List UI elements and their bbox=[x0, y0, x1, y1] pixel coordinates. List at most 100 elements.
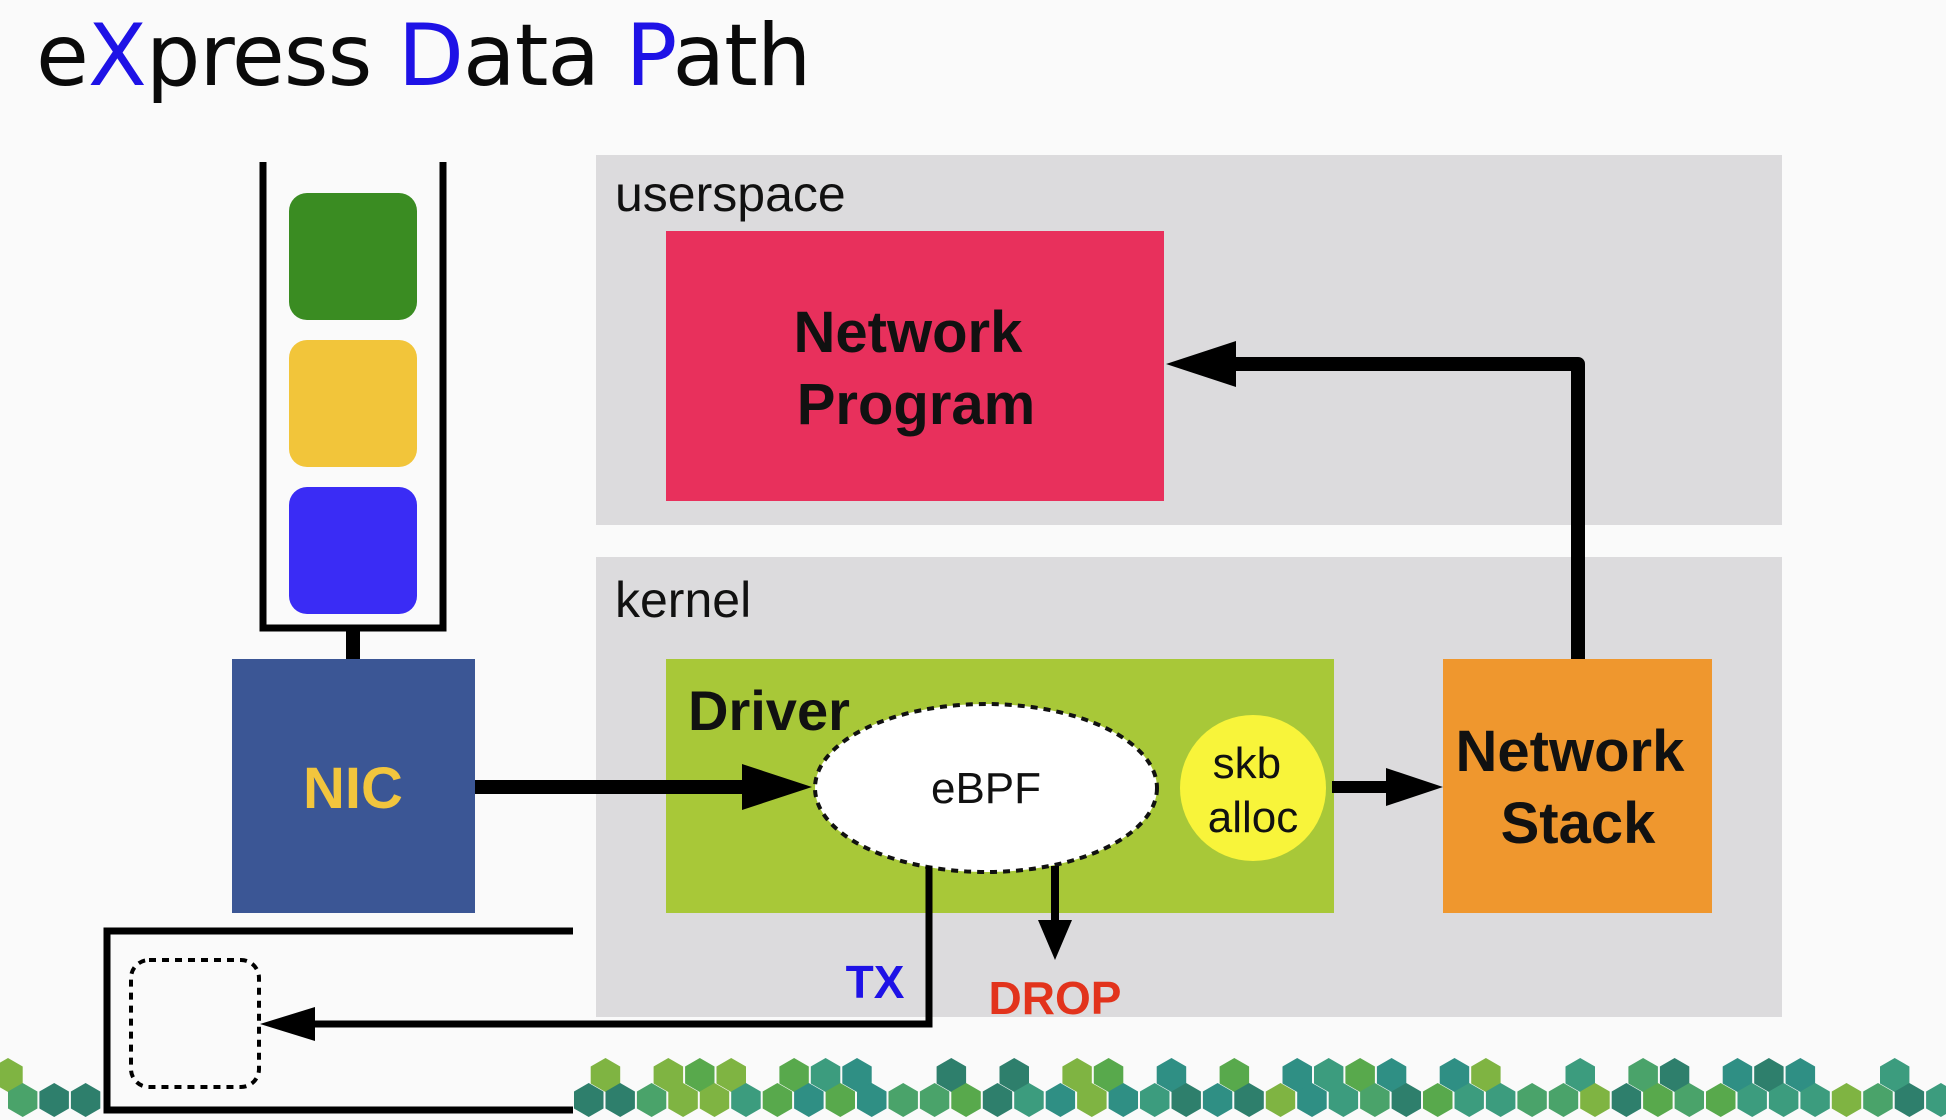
nic-to-ebpf-arrowhead bbox=[742, 764, 812, 810]
tx-arrow bbox=[315, 866, 933, 1028]
userspace-label: userspace bbox=[615, 166, 846, 222]
hexagon-decoration bbox=[1439, 1058, 1470, 1092]
network-stack-box bbox=[1443, 659, 1712, 913]
kernel-label: kernel bbox=[615, 572, 751, 628]
network-program-label-line1: Network bbox=[794, 300, 1024, 365]
hexagon-decoration bbox=[1156, 1058, 1187, 1092]
hexagon-decoration bbox=[825, 1083, 855, 1117]
drop-arrowhead bbox=[1038, 920, 1072, 960]
tx-queue-packet-slot bbox=[129, 958, 261, 1089]
hexagon-decoration bbox=[810, 1058, 841, 1092]
tx-queue-outline bbox=[103, 927, 573, 1114]
tx-queue bbox=[103, 927, 573, 1114]
hexagon-decoration bbox=[636, 1083, 667, 1117]
hexagon-decoration bbox=[1706, 1083, 1736, 1117]
hexagon-decoration bbox=[842, 1058, 872, 1092]
hexagon-decoration bbox=[1548, 1083, 1579, 1117]
hexagon-decoration bbox=[1391, 1083, 1421, 1117]
page-title: eXpress Data Path bbox=[36, 6, 811, 106]
hexagon-decoration bbox=[1485, 1083, 1516, 1117]
stack-to-program-arrow bbox=[1230, 357, 1585, 659]
tx-label: TX bbox=[846, 956, 905, 1008]
hexagon-decoration bbox=[668, 1083, 698, 1117]
hexagon-decoration bbox=[1045, 1083, 1076, 1117]
hexagon-decoration bbox=[1722, 1058, 1753, 1092]
hexagon-decoration bbox=[1643, 1083, 1673, 1117]
hexagon-pattern-decoration bbox=[0, 1058, 1946, 1117]
hexagon-decoration bbox=[1234, 1083, 1264, 1117]
hexagon-decoration bbox=[653, 1058, 684, 1092]
skb-alloc-circle bbox=[1180, 715, 1326, 861]
network-program-label: Network Program bbox=[794, 300, 1039, 437]
hexagon-decoration bbox=[1140, 1083, 1170, 1117]
hexagon-decoration bbox=[1628, 1058, 1658, 1092]
tx-arrowhead bbox=[260, 1007, 315, 1041]
hexagon-decoration bbox=[1328, 1083, 1359, 1117]
hexagon-decoration bbox=[1768, 1083, 1799, 1117]
title-part: e bbox=[36, 6, 89, 106]
hexagon-decoration bbox=[1471, 1058, 1501, 1092]
title-part: ata bbox=[463, 6, 626, 106]
title-part: ath bbox=[672, 6, 811, 106]
hexagon-decoration bbox=[1077, 1083, 1107, 1117]
hexagon-decoration bbox=[1611, 1083, 1642, 1117]
hexagon-decoration bbox=[1282, 1058, 1312, 1092]
drop-label: DROP bbox=[989, 972, 1122, 1024]
nic-box bbox=[232, 659, 475, 913]
queue-packet-green bbox=[289, 193, 417, 320]
hexagon-decoration bbox=[1093, 1058, 1124, 1092]
driver-label: Driver bbox=[688, 679, 850, 742]
hexagon-decoration bbox=[1062, 1058, 1092, 1092]
nic-label: NIC bbox=[303, 756, 403, 821]
hexagon-decoration bbox=[1202, 1083, 1233, 1117]
hexagon-decoration bbox=[39, 1083, 69, 1117]
hexagon-decoration bbox=[1880, 1058, 1910, 1092]
hexagon-decoration bbox=[1565, 1058, 1595, 1092]
hexagon-decoration bbox=[1265, 1083, 1296, 1117]
hexagon-decoration bbox=[1297, 1083, 1327, 1117]
hexagon-decoration bbox=[8, 1083, 38, 1117]
hexagon-decoration bbox=[1659, 1058, 1690, 1092]
hexagon-decoration bbox=[762, 1083, 793, 1117]
network-stack-label-line1: Network bbox=[1456, 719, 1686, 784]
network-program-box bbox=[666, 231, 1164, 501]
hexagon-decoration bbox=[857, 1083, 887, 1117]
title-part-highlight: X bbox=[87, 6, 147, 106]
skb-alloc-label: skb alloc bbox=[1208, 739, 1299, 842]
ebpf-hook bbox=[813, 702, 1159, 874]
queue-packet-yellow bbox=[289, 340, 417, 467]
hexagon-decoration bbox=[1754, 1058, 1784, 1092]
hexagon-decoration bbox=[951, 1083, 981, 1117]
hexagon-decoration bbox=[919, 1083, 950, 1117]
hexagon-decoration bbox=[1737, 1083, 1767, 1117]
hexagon-decoration bbox=[1219, 1058, 1250, 1092]
hexagon-decoration bbox=[1454, 1083, 1484, 1117]
hexagon-decoration bbox=[605, 1083, 635, 1117]
skb-to-stack-arrowhead bbox=[1386, 768, 1443, 806]
network-program-label-line2: Program bbox=[797, 372, 1036, 437]
hexagon-decoration bbox=[1423, 1083, 1453, 1117]
hexagon-decoration bbox=[1894, 1083, 1925, 1117]
hexagon-decoration bbox=[999, 1058, 1029, 1092]
ebpf-label: eBPF bbox=[931, 764, 1041, 813]
hexagon-decoration bbox=[716, 1058, 746, 1092]
hexagon-decoration bbox=[1108, 1083, 1138, 1117]
hexagon-decoration bbox=[1171, 1083, 1201, 1117]
hexagon-decoration bbox=[1360, 1083, 1390, 1117]
hexagon-decoration bbox=[685, 1058, 715, 1092]
network-stack-label: Network Stack bbox=[1456, 719, 1701, 856]
hexagon-decoration bbox=[1800, 1083, 1830, 1117]
hexagon-decoration bbox=[936, 1058, 967, 1092]
hexagon-decoration bbox=[699, 1083, 730, 1117]
hexagon-decoration bbox=[794, 1083, 824, 1117]
queue-packet-blue bbox=[289, 487, 417, 614]
hexagon-decoration bbox=[1785, 1058, 1816, 1092]
title-part-highlight: D bbox=[397, 6, 464, 106]
hexagon-decoration bbox=[1863, 1083, 1893, 1117]
stack-to-program-arrowhead bbox=[1166, 341, 1236, 387]
hexagon-decoration bbox=[1926, 1083, 1946, 1117]
hexagon-decoration bbox=[1345, 1058, 1375, 1092]
hexagon-decoration bbox=[982, 1083, 1013, 1117]
